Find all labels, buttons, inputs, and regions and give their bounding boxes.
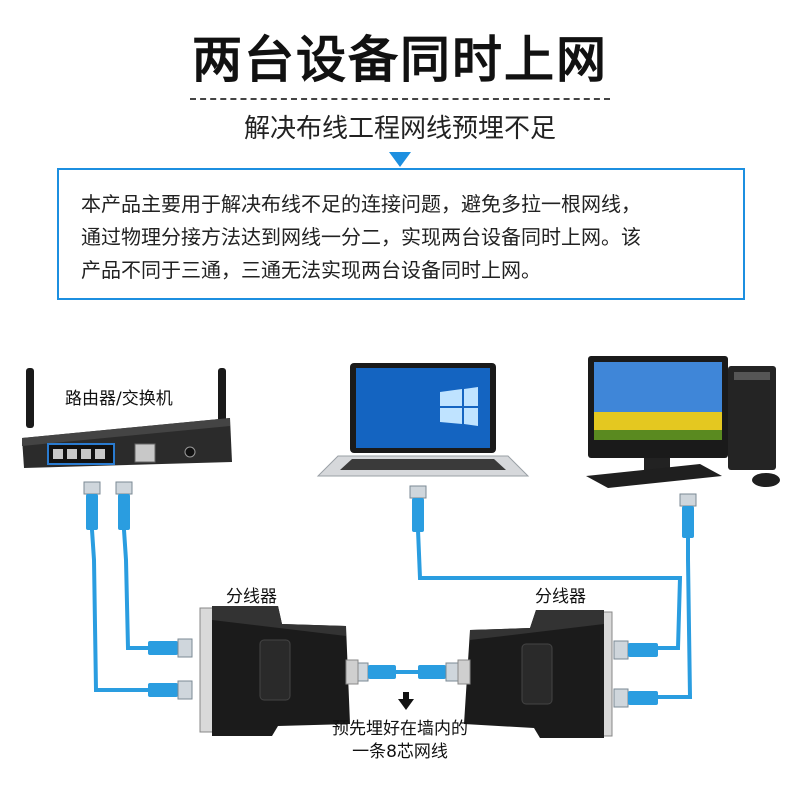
laptop-icon [316,363,530,477]
plug-icon [148,680,193,700]
splitter-right-icon [457,610,613,738]
title-divider [190,98,610,100]
router-label: 路由器/交换机 [65,389,173,409]
wall-cable-label-line1: 预先埋好在墙内的 [332,719,468,739]
page-subtitle: 解决布线工程网线预埋不足 [243,114,556,144]
plug-icon [418,662,461,682]
laptop-cable [416,528,683,650]
description-line: 产品不同于三通，三通无法实现两台设备同时上网。 [81,258,541,282]
triangle-down-icon [389,152,411,167]
splitter-right-label: 分线器 [535,587,586,607]
plug-icon [613,688,658,708]
plug-icon [115,481,133,530]
rj45-plugs [83,481,697,708]
arrow-down-icon [398,692,414,710]
page-title: 两台设备同时上网 [192,31,608,89]
desktop-cable [654,533,693,699]
router-cable-1 [90,528,152,692]
splitter-left-icon [199,606,359,736]
plug-icon [409,485,427,532]
plug-icon [353,662,396,682]
desktop-computer-icon [586,356,780,488]
description-line: 本产品主要用于解决布线不足的连接问题，避免多拉一根网线， [81,192,641,216]
wall-cable-label: 预先埋好在墙内的 一条8芯网线 [300,718,500,764]
plug-icon [148,638,193,658]
splitter-left-label: 分线器 [226,587,277,607]
description-box: 本产品主要用于解决布线不足的连接问题，避免多拉一根网线， 通过物理分接方法达到网… [57,168,745,300]
plug-icon [679,493,697,538]
description-line: 通过物理分接方法达到网线一分二，实现两台设备同时上网。该 [81,225,641,249]
plug-icon [613,640,658,660]
plug-icon [83,481,101,530]
router-cable-2 [122,528,152,650]
router-icon [22,368,232,468]
wall-cable-label-line2: 一条8芯网线 [352,742,448,762]
